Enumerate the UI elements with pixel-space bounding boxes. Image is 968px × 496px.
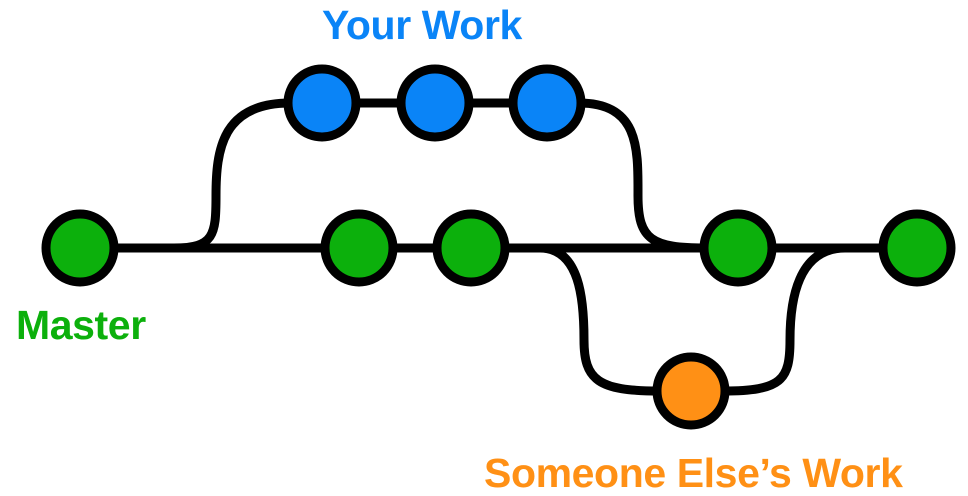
- commit-node-m5[interactable]: [878, 209, 956, 287]
- commit-node-b1[interactable]: [283, 64, 361, 142]
- commit-node-m4[interactable]: [699, 209, 777, 287]
- graph-edge-merge-orange-master: [718, 243, 850, 396]
- branch-label-your-work: Your Work: [322, 2, 522, 48]
- branch-label-someone-elses-work: Someone Else’s Work: [484, 450, 903, 496]
- commit-node-b3[interactable]: [508, 64, 586, 142]
- graph-edge-branch-out-blue: [169, 98, 295, 253]
- commit-node-o1[interactable]: [652, 352, 730, 430]
- graph-edge-merge-blue-master: [574, 98, 711, 253]
- branch-label-master: Master: [16, 302, 146, 348]
- commit-node-b2[interactable]: [396, 64, 474, 142]
- graph-edge-branch-out-orange: [535, 243, 664, 396]
- commit-node-m3[interactable]: [432, 209, 510, 287]
- commit-node-m2[interactable]: [320, 209, 398, 287]
- nodes-layer: [41, 64, 956, 430]
- commit-node-m1[interactable]: [41, 209, 119, 287]
